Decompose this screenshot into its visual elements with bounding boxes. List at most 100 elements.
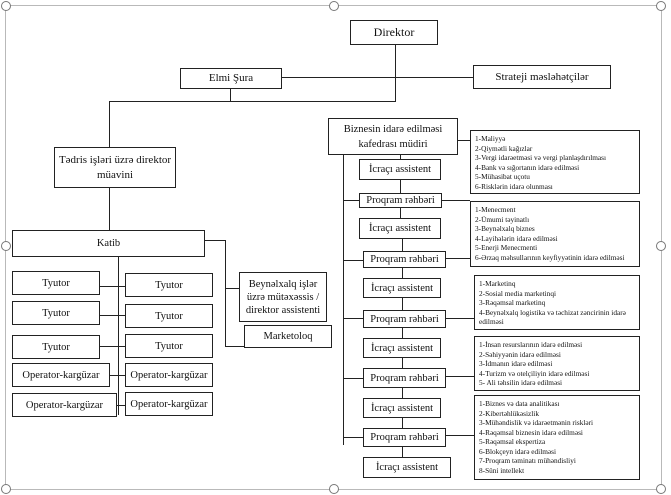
tutor-box: Tyutor	[125, 334, 213, 358]
connector	[109, 101, 111, 147]
secretary-box: Katib	[12, 230, 205, 257]
tutor-box: Tyutor	[12, 335, 100, 359]
tutor-box: Tyutor	[12, 271, 100, 295]
connector	[100, 315, 125, 317]
director-label: Direktor	[373, 25, 415, 39]
connector	[117, 405, 125, 407]
resize-handle-top-right[interactable]	[656, 1, 666, 11]
tutor-box: Tyutor	[125, 273, 213, 297]
operator-box: Operator-kargüzar	[125, 363, 213, 387]
connector	[402, 447, 404, 457]
program-item: 4-Rəqəmsal biznesin idarə edilməsi	[479, 427, 583, 437]
operator-box: Operator-kargüzar	[12, 363, 110, 387]
tutor-label: Tyutor	[42, 307, 70, 319]
exec-assistant-box: İcraçı assistent	[363, 278, 441, 298]
intl-specialist-line2: üzrə mütəxəssis /	[246, 291, 320, 303]
program-item: 8-Süni intellekt	[479, 465, 525, 475]
connector	[402, 358, 404, 368]
program-head-box: Proqram rəhbəri	[359, 193, 442, 208]
program-item: 4-Bank və sığortanın idarə edilməsi	[475, 162, 580, 172]
intl-specialist-line1: Beynəlxalq işlər	[248, 278, 318, 290]
operator-label: Operator-kargüzar	[22, 369, 100, 381]
connector	[400, 208, 402, 218]
tutor-label: Tyutor	[155, 279, 183, 291]
dept-head-box: Biznesin idarə edilməsi kafedrası müdiri	[328, 118, 458, 155]
resize-handle-bottom-center[interactable]	[329, 484, 339, 494]
program-item: 4-Turizm və otelçiliyin idarə edilməsi	[479, 368, 590, 378]
connector	[225, 288, 239, 290]
deputy-director-line1: Tədris işləri üzrə direktor	[58, 153, 172, 166]
connector	[343, 318, 363, 320]
resize-handle-middle-left[interactable]	[1, 241, 11, 251]
exec-assistant-label: İcraçı assistent	[368, 164, 432, 175]
connector	[446, 435, 474, 437]
exec-assistant-box: İcraçı assistent	[359, 159, 441, 180]
exec-assistant-box: İcraçı assistent	[363, 457, 451, 478]
program-item: 2-Kibertəhlükəsizlik	[479, 408, 539, 418]
operator-label: Operator-kargüzar	[25, 399, 104, 411]
connector	[446, 318, 474, 320]
program-item: 5-Rəqəmsal ekspertiza	[479, 437, 546, 446]
program-item: 3-İdmanın idarə edilməsi	[479, 359, 553, 368]
exec-assistant-label: İcraçı assistent	[370, 342, 434, 354]
exec-assistant-label: İcraçı assistent	[370, 282, 434, 294]
resize-handle-middle-right[interactable]	[656, 241, 666, 251]
exec-assistant-box: İcraçı assistent	[363, 398, 441, 418]
exec-assistant-label: İcraçı assistent	[375, 462, 439, 473]
connector	[110, 375, 125, 377]
resize-handle-bottom-right[interactable]	[656, 484, 666, 494]
connector	[446, 376, 474, 378]
program-item: 3-Beynəlxalq biznes	[475, 224, 535, 233]
connector	[395, 45, 397, 101]
program-item: 1-İnsan resurslarının idarə edilməsi	[479, 340, 583, 349]
marketer-label: Marketoloq	[263, 331, 313, 342]
connector	[446, 258, 470, 260]
tutor-label: Tyutor	[155, 310, 183, 322]
connector	[343, 200, 359, 202]
connector	[225, 346, 244, 348]
connector	[281, 77, 473, 79]
intl-specialist-box: Beynəlxalq işlər üzrə mütəxəssis / direk…	[239, 272, 327, 322]
tutor-box: Tyutor	[125, 304, 213, 328]
program-item: 7-Proqram təminatı mühəndisliyi	[479, 456, 576, 465]
program-item: 6-Risklərin idarə olunması	[475, 181, 553, 191]
connector	[225, 240, 227, 346]
program-list-1: 1-Maliyyə 2-Qiymətli kağızlar 3-Vergi id…	[470, 130, 640, 194]
resize-handle-top-center[interactable]	[329, 1, 339, 11]
operator-label: Operator-kargüzar	[130, 398, 208, 410]
connector	[402, 388, 404, 398]
operator-box: Operator-kargüzar	[125, 392, 213, 416]
connector	[100, 286, 125, 288]
program-head-box: Proqram rəhbəri	[363, 310, 446, 328]
program-item: 5- Ali təhsilin idarə edilməsi	[479, 378, 563, 387]
program-head-box: Proqram rəhbəri	[363, 428, 446, 447]
resize-handle-top-left[interactable]	[1, 1, 11, 11]
connector	[458, 140, 470, 142]
tutor-label: Tyutor	[42, 341, 70, 353]
connector	[402, 328, 404, 338]
connector	[343, 437, 363, 439]
program-list-3: 1-Marketinq 2-Sosial media marketinqi 3-…	[474, 275, 640, 330]
program-item: 5-Mühasibat uçotu	[475, 172, 530, 181]
connector	[400, 180, 402, 193]
connector	[100, 346, 125, 348]
exec-assistant-label: İcraçı assistent	[368, 223, 432, 234]
program-item: 1-Biznes və data analitikası	[479, 399, 560, 408]
exec-assistant-label: İcraçı assistent	[370, 402, 434, 414]
program-item: 6-Ərzaq məhsullarının keyfiyyətinin idar…	[475, 252, 625, 262]
scientific-council-box: Elmi Şura	[180, 68, 282, 89]
scientific-council-label: Elmi Şura	[208, 72, 254, 84]
program-head-label: Proqram rəhbəri	[370, 432, 439, 443]
connector	[343, 260, 363, 262]
deputy-director-line2: müavini	[96, 168, 134, 181]
program-item: 5-Enerji Menecmenti	[475, 243, 538, 252]
connector	[402, 268, 404, 278]
resize-handle-bottom-left[interactable]	[1, 484, 11, 494]
operator-label: Operator-kargüzar	[130, 369, 208, 381]
tutor-label: Tyutor	[155, 340, 183, 352]
secretary-label: Katib	[96, 238, 121, 249]
program-head-box: Proqram rəhbəri	[363, 251, 446, 268]
program-item: 2-Qiymətli kağızlar	[475, 143, 533, 153]
program-head-label: Proqram rəhbəri	[370, 313, 439, 325]
program-item: 6-Blokçeyn idarə edilməsi	[479, 446, 556, 456]
